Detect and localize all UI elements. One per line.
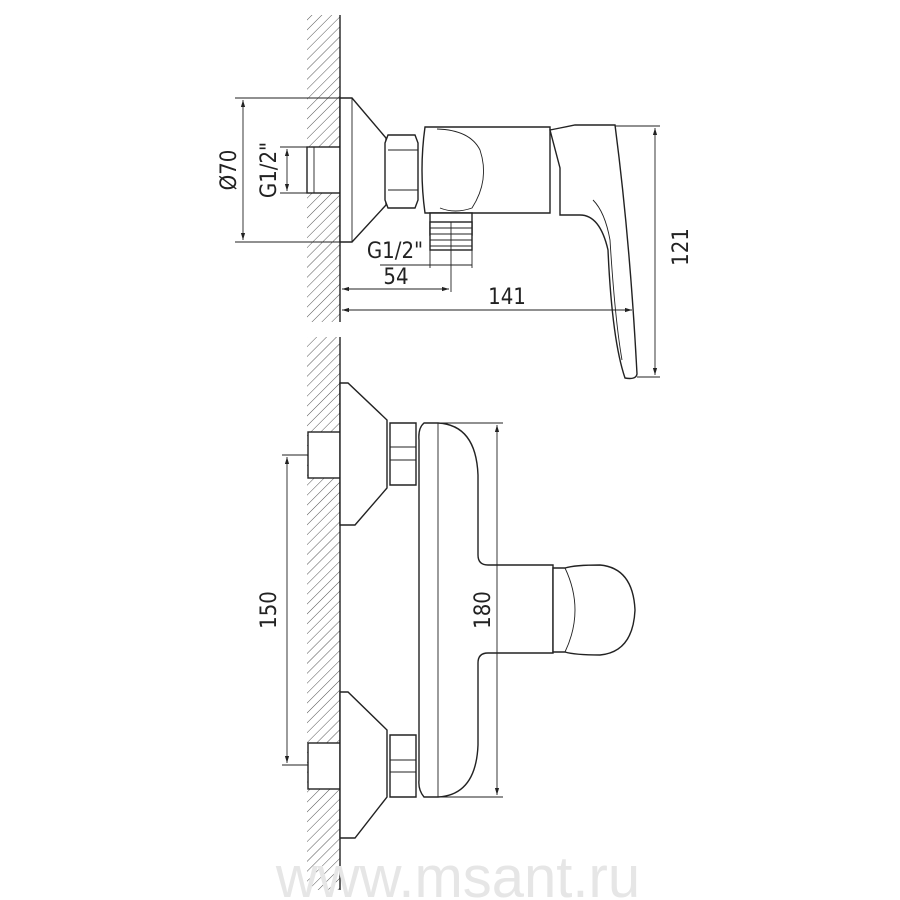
nut-top	[389, 422, 417, 486]
dim-label: 141	[488, 285, 526, 310]
hex-nut	[384, 134, 419, 209]
watermark: www.msant.ru	[275, 845, 640, 900]
dim-flange-diameter: Ø70	[217, 97, 340, 243]
front-view-mixer	[307, 382, 636, 839]
dim-label: 54	[383, 265, 408, 290]
inlet-pipe-stub-bottom	[307, 742, 341, 790]
wall-flange	[339, 97, 387, 243]
side-view-mixer	[306, 97, 638, 380]
dim-inlet-spacing: 150	[257, 454, 308, 766]
dim-inlet-thread: G1/2"	[257, 142, 307, 198]
handle-knob	[552, 564, 636, 656]
lever-handle	[549, 124, 638, 380]
body-curve	[436, 128, 485, 212]
dim-outlet-offset: 54	[342, 222, 452, 292]
wall-section-bottom	[307, 337, 341, 890]
inlet-pipe-stub-top	[307, 431, 341, 479]
mixer-body-front	[418, 422, 554, 798]
dim-depth: 141	[342, 285, 632, 313]
mixer-body	[421, 126, 551, 214]
flange-bottom	[339, 691, 388, 839]
nut-bottom	[389, 734, 417, 798]
dim-height: 121	[615, 125, 694, 378]
dim-label: 150	[257, 591, 282, 629]
flange-top	[339, 382, 388, 526]
dim-label: G1/2"	[367, 239, 423, 264]
dim-label: G1/2"	[257, 142, 282, 198]
inlet-pipe-stub	[306, 146, 341, 194]
dim-label: 121	[669, 228, 694, 266]
dim-label: Ø70	[217, 150, 242, 191]
dim-body-height: 180	[438, 422, 503, 798]
dim-outlet-thread: G1/2"	[367, 239, 473, 268]
dim-label: 180	[471, 591, 496, 629]
